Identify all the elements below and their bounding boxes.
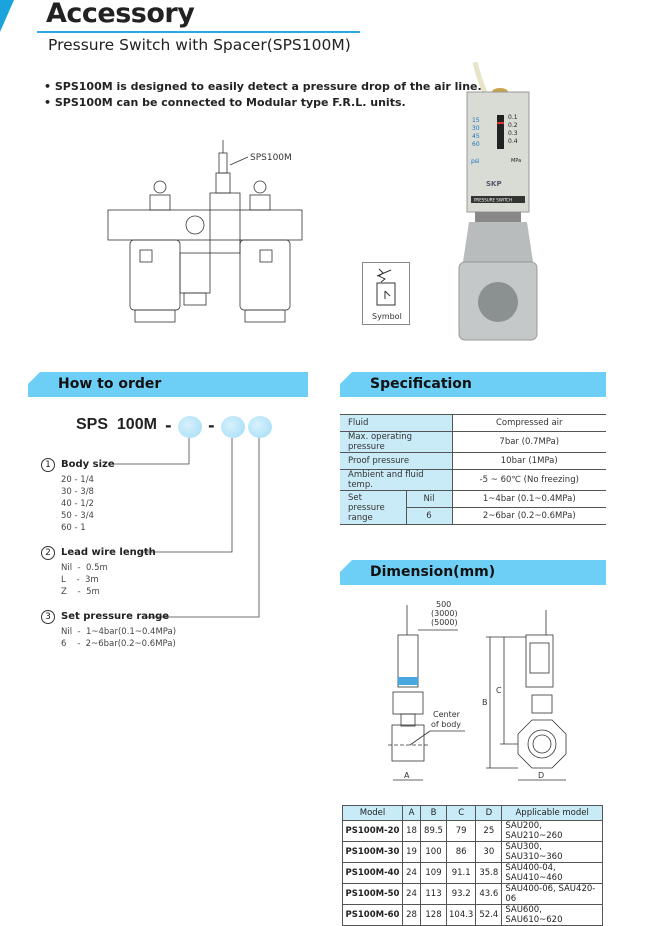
order-leader-lines bbox=[108, 438, 260, 618]
svg-text:C: C bbox=[496, 686, 502, 695]
corner-decoration bbox=[0, 0, 14, 32]
psi-scale-15: 15 bbox=[472, 117, 480, 124]
psi-scale-60: 60 bbox=[472, 141, 480, 148]
product-photo: 15 30 45 60 0.1 0.2 0.3 0.4 psi MPa SKP … bbox=[458, 62, 538, 341]
psi-unit: psi bbox=[471, 158, 480, 165]
symbol-label: Symbol bbox=[372, 312, 402, 321]
body-size-label: Body size bbox=[61, 459, 115, 470]
pressure-range-options: Nil - 1~4bar(0.1~0.4MPa)6 - 2~6bar(0.2~0… bbox=[61, 627, 177, 649]
mpa-scale-0-3: 0.3 bbox=[508, 130, 518, 137]
code-slot-lead-wire bbox=[221, 416, 245, 438]
number-1-icon: 1 bbox=[41, 458, 55, 472]
svg-text:Center: Center bbox=[433, 710, 461, 719]
page-subtitle: Pressure Switch with Spacer(SPS100M) bbox=[48, 36, 351, 54]
svg-text:(5000): (5000) bbox=[431, 618, 458, 627]
mpa-scale-0-1: 0.1 bbox=[508, 114, 518, 121]
mpa-scale-0-4: 0.4 bbox=[508, 138, 518, 145]
brand-logo: SKP bbox=[486, 180, 502, 188]
dimension-drawing: 500 (3000) (5000) Center of body A B C D bbox=[388, 600, 567, 781]
page-title: Accessory bbox=[46, 0, 195, 29]
how-to-order-header: How to order bbox=[28, 372, 308, 397]
dash-2: - bbox=[208, 416, 215, 435]
number-2-icon: 2 bbox=[41, 546, 55, 560]
frl-unit-illustration: SPS100M bbox=[107, 140, 303, 323]
code-slot-pressure-range bbox=[248, 416, 272, 438]
frl-label: SPS100M bbox=[250, 153, 292, 163]
psi-scale-45: 45 bbox=[472, 133, 480, 140]
code-slot-body-size bbox=[178, 416, 202, 438]
specification-header: Specification bbox=[340, 372, 606, 397]
svg-text:500: 500 bbox=[436, 600, 451, 609]
title-underline bbox=[37, 31, 360, 33]
number-3-icon: 3 bbox=[41, 610, 55, 624]
mpa-scale-0-2: 0.2 bbox=[508, 122, 518, 129]
dash-1: - bbox=[165, 416, 172, 435]
order-code: SPS 100M bbox=[76, 416, 157, 433]
symbol-box: Symbol bbox=[362, 262, 410, 325]
pressure-switch-symbol-icon bbox=[376, 268, 396, 306]
product-plate: PRESSURE SWITCH bbox=[474, 198, 512, 203]
pressure-range-label: Set pressure range bbox=[61, 611, 170, 622]
svg-text:of body: of body bbox=[431, 720, 461, 729]
svg-text:A: A bbox=[404, 771, 410, 780]
svg-text:D: D bbox=[538, 771, 544, 780]
svg-text:B: B bbox=[482, 698, 488, 707]
svg-text:(3000): (3000) bbox=[431, 609, 458, 618]
mpa-unit: MPa bbox=[511, 158, 521, 164]
bullet-2: • SPS100M can be connected to Modular ty… bbox=[44, 96, 406, 109]
dimension-header: Dimension(mm) bbox=[340, 560, 606, 585]
bullet-1: • SPS100M is designed to easily detect a… bbox=[44, 80, 482, 93]
lead-wire-label: Lead wire length bbox=[61, 547, 156, 558]
psi-scale-30: 30 bbox=[472, 125, 480, 132]
